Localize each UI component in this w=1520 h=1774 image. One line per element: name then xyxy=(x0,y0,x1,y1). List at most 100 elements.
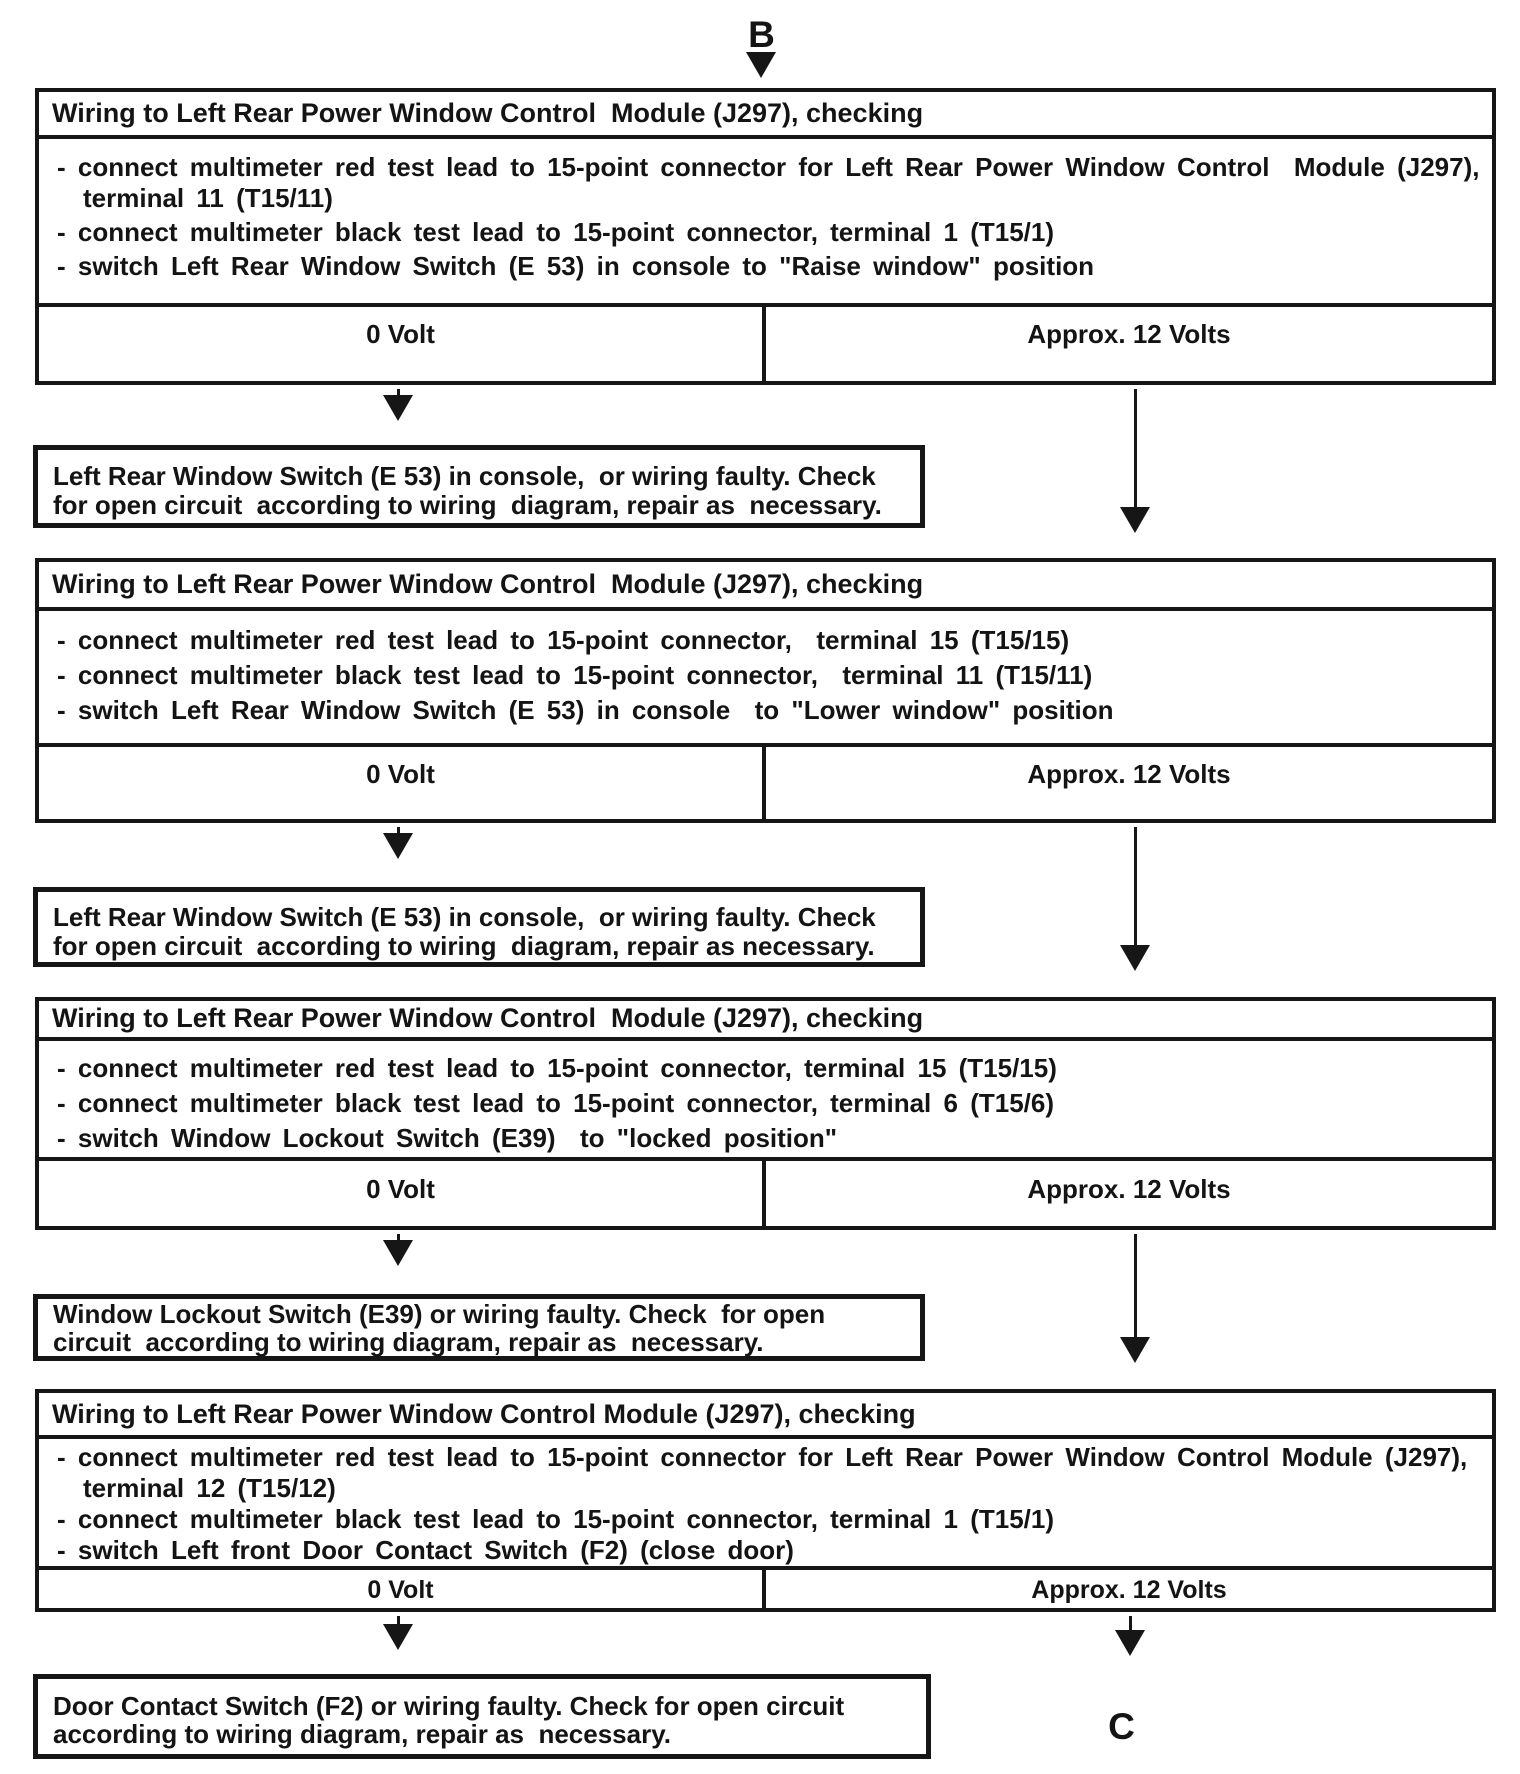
down-arrow-12volts-4 xyxy=(1115,1616,1145,1682)
arrow-head-icon xyxy=(383,833,413,885)
box-header: Wiring to Left Rear Power Window Control… xyxy=(39,562,1492,611)
error-line: Door Contact Switch (F2) or wiring fault… xyxy=(53,1691,845,1721)
result-text: Approx. 12 Volts xyxy=(1031,1576,1227,1605)
check-box-wiring-1: Wiring to Left Rear Power Window Control… xyxy=(35,88,1496,385)
result-cell-0-volt: 0 Volt xyxy=(39,1160,766,1226)
box-header-text: Wiring to Left Rear Power Window Control… xyxy=(52,98,924,128)
down-arrow-0volt-4 xyxy=(383,1616,413,1676)
arrow-stem xyxy=(1133,827,1137,945)
arrow-stem xyxy=(1133,389,1137,507)
bullet-item: - switch Window Lockout Switch (E39) to … xyxy=(39,1122,1492,1154)
result-cell-0-volt: 0 Volt xyxy=(39,307,766,381)
arrow-head-icon xyxy=(383,395,413,447)
error-line: Left Rear Window Switch (E 53) in consol… xyxy=(53,461,876,491)
result-cell-12-volts: Approx. 12 Volts xyxy=(766,1161,1492,1226)
bullet-line: - connect multimeter red test lead to 15… xyxy=(57,1442,1468,1473)
check-box-wiring-3: Wiring to Left Rear Power Window Control… xyxy=(35,997,1496,1230)
bullet-line: - connect multimeter black test lead to … xyxy=(57,660,1093,690)
bullet-line: - connect multimeter black test lead to … xyxy=(57,1504,1054,1535)
error-box-3: Window Lockout Switch (E39) or wiring fa… xyxy=(33,1294,925,1361)
down-arrow-0volt-2 xyxy=(383,827,413,885)
error-box-1: Left Rear Window Switch (E 53) in consol… xyxy=(33,445,925,528)
connector-b-label: B xyxy=(748,14,776,55)
result-text: Approx. 12 Volts xyxy=(1027,759,1231,789)
bullet-item: - connect multimeter red test lead to 15… xyxy=(39,624,1492,656)
error-line: according to wiring diagram, repair as n… xyxy=(53,1719,671,1749)
box-body: - connect multimeter red test lead to 15… xyxy=(39,1041,1492,1157)
error-box-4: Door Contact Switch (F2) or wiring fault… xyxy=(33,1674,931,1759)
arrow-stem xyxy=(396,827,400,833)
result-row: 0 Volt Approx. 12 Volts xyxy=(39,1566,1492,1608)
error-box-2: Left Rear Window Switch (E 53) in consol… xyxy=(33,887,925,967)
error-line: circuit according to wiring diagram, rep… xyxy=(53,1327,764,1357)
result-text: 0 Volt xyxy=(366,319,435,349)
down-arrow-0volt-3 xyxy=(383,1234,413,1292)
arrow-stem xyxy=(396,389,400,395)
bullet-item: - connect multimeter black test lead to … xyxy=(39,217,1492,248)
arrow-stem xyxy=(396,1616,400,1624)
result-row: 0 Volt Approx. 12 Volts xyxy=(39,303,1492,381)
box-body: - connect multimeter red test lead to 15… xyxy=(39,139,1492,303)
box-header-text: Wiring to Left Rear Power Window Control… xyxy=(52,1398,916,1429)
bullet-item: - connect multimeter black test lead to … xyxy=(39,659,1492,691)
down-arrow-0volt-1 xyxy=(383,389,413,447)
bullet-line: - connect multimeter black test lead to … xyxy=(57,217,1054,247)
bullet-item: - switch Left front Door Contact Switch … xyxy=(39,1535,1492,1566)
arrow-head-icon xyxy=(1120,1337,1150,1389)
down-arrow-12volts-1 xyxy=(1120,389,1150,559)
arrow-head-icon xyxy=(1115,1630,1145,1682)
result-text: 0 Volt xyxy=(366,759,435,789)
check-box-wiring-4: Wiring to Left Rear Power Window Control… xyxy=(35,1389,1496,1612)
result-cell-12-volts: Approx. 12 Volts xyxy=(766,747,1492,819)
down-arrow-12volts-2 xyxy=(1120,827,1150,997)
result-text: 0 Volt xyxy=(366,1173,435,1204)
box-header-text: Wiring to Left Rear Power Window Control… xyxy=(52,569,924,599)
bullet-line: - connect multimeter black test lead to … xyxy=(57,1087,1054,1118)
box-body: - connect multimeter red test lead to 15… xyxy=(39,611,1492,743)
result-text: 0 Volt xyxy=(367,1576,434,1605)
bullet-item: - connect multimeter red test lead to 15… xyxy=(39,1052,1492,1084)
box-header-text: Wiring to Left Rear Power Window Control… xyxy=(52,1003,924,1034)
result-text: Approx. 12 Volts xyxy=(1027,1173,1231,1204)
arrow-stem xyxy=(1133,1234,1137,1337)
box-header: Wiring to Left Rear Power Window Control… xyxy=(39,1001,1492,1041)
bullet-line: - connect multimeter red test lead to 15… xyxy=(57,625,1070,655)
result-text: Approx. 12 Volts xyxy=(1027,319,1231,349)
arrow-head-icon xyxy=(746,52,776,104)
entry-arrow-b xyxy=(746,52,776,89)
bullet-line: - connect multimeter red test lead to 15… xyxy=(57,1052,1057,1083)
result-cell-12-volts: Approx. 12 Volts xyxy=(766,307,1492,381)
error-line: Left Rear Window Switch (E 53) in consol… xyxy=(53,902,876,932)
bullet-line: - connect multimeter red test lead to 15… xyxy=(57,152,1480,182)
error-line: for open circuit according to wiring dia… xyxy=(53,931,875,961)
arrow-head-icon xyxy=(1120,945,1150,997)
bullet-line: - switch Left Rear Window Switch (E 53) … xyxy=(57,251,1095,281)
arrow-stem xyxy=(1128,1616,1132,1630)
box-body: - connect multimeter red test lead to 15… xyxy=(39,1439,1492,1566)
arrow-head-icon xyxy=(1120,507,1150,559)
bullet-item: - switch Left Rear Window Switch (E 53) … xyxy=(39,251,1492,282)
connector-c-label: C xyxy=(1108,1706,1136,1747)
arrow-head-icon xyxy=(383,1240,413,1292)
bullet-line-continuation: terminal 12 (T15/12) xyxy=(83,1473,336,1504)
check-box-wiring-2: Wiring to Left Rear Power Window Control… xyxy=(35,558,1496,823)
down-arrow-12volts-3 xyxy=(1120,1234,1150,1389)
arrow-head-icon xyxy=(383,1624,413,1676)
bullet-item: - connect multimeter black test lead to … xyxy=(39,1504,1492,1535)
bullet-item: - connect multimeter red test lead to 15… xyxy=(39,1442,1492,1504)
box-header: Wiring to Left Rear Power Window Control… xyxy=(39,1393,1492,1440)
arrow-stem xyxy=(396,1234,400,1240)
bullet-line: - switch Window Lockout Switch (E39) to … xyxy=(57,1122,838,1153)
result-cell-0-volt: 0 Volt xyxy=(39,747,766,819)
box-header: Wiring to Left Rear Power Window Control… xyxy=(39,92,1492,139)
bullet-line-continuation: terminal 11 (T15/11) xyxy=(83,183,333,213)
result-row: 0 Volt Approx. 12 Volts xyxy=(39,743,1492,819)
error-line: Window Lockout Switch (E39) or wiring fa… xyxy=(53,1299,826,1329)
bullet-line: - switch Left front Door Contact Switch … xyxy=(57,1535,794,1566)
bullet-item: - connect multimeter red test lead to 15… xyxy=(39,152,1492,214)
bullet-line: - switch Left Rear Window Switch (E 53) … xyxy=(57,695,1114,725)
bullet-item: - switch Left Rear Window Switch (E 53) … xyxy=(39,694,1492,726)
result-cell-12-volts: Approx. 12 Volts xyxy=(766,1570,1492,1608)
error-line: for open circuit according to wiring dia… xyxy=(53,490,882,520)
